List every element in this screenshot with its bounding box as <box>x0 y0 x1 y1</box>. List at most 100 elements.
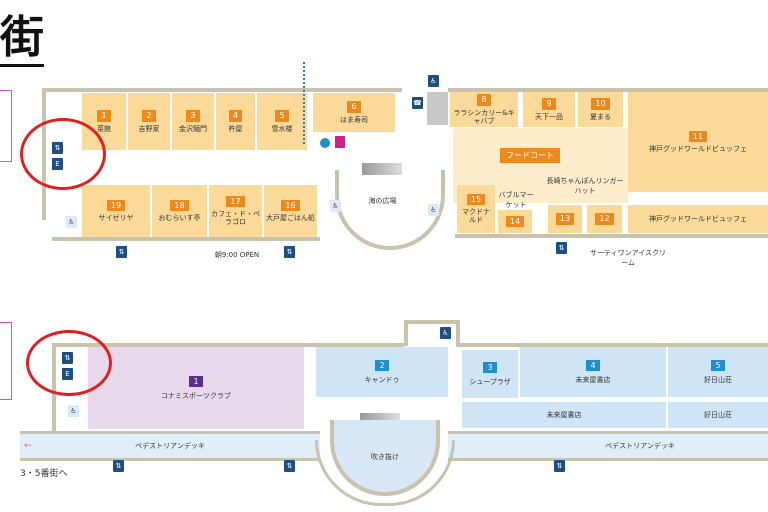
grey-block <box>427 92 448 125</box>
shop-number: 2 <box>142 110 156 122</box>
lower-shop-5[interactable]: 5 好日山荘 <box>668 347 768 397</box>
shop-8[interactable]: 8 ララシンカリー&キャバブ <box>450 92 518 127</box>
shop-4[interactable]: 4 杵屋 <box>216 93 255 150</box>
shop-number: 12 <box>595 213 614 225</box>
shop-9[interactable]: 9 天下一品 <box>523 92 575 127</box>
lower-shop-3[interactable]: 3 シュープラザ <box>462 350 518 398</box>
shop-number: 5 <box>711 359 725 371</box>
shop-15[interactable]: 15 マクドナルド <box>457 185 495 233</box>
shop-17[interactable]: 17 カフェ・ド・ペラゴロ <box>209 185 262 237</box>
shop-number: 1 <box>189 375 203 387</box>
upper-wall-right-top <box>448 88 768 92</box>
food-court-label: フードコート <box>500 148 560 163</box>
shop-name: 杵屋 <box>228 124 243 133</box>
shop-number: 3 <box>483 361 497 373</box>
shop-name: 未来屋書店 <box>546 411 582 419</box>
lower-wall-tower-l <box>404 320 408 346</box>
shop-12[interactable]: 12 <box>587 205 622 233</box>
shop-13[interactable]: 13 <box>548 205 582 233</box>
accessible-restroom-icon: ♿ <box>428 204 439 216</box>
accessible-restroom-icon: ♿ <box>68 405 79 417</box>
shop-name: ララシンカリー&キャバブ <box>453 108 515 125</box>
shop-name: 好日山荘 <box>704 411 732 419</box>
shop-number: 18 <box>170 199 189 212</box>
pink-bracket <box>0 322 12 400</box>
escalator-icon: ⇅ <box>284 246 295 258</box>
open-time: 朝9:00 OPEN <box>214 251 260 259</box>
shop-11-lower[interactable]: 神戸グッドワールドビュッフェ <box>628 205 768 233</box>
escalator-icon: ⇅ <box>116 246 127 258</box>
escalator-icon: ⇅ <box>113 460 124 472</box>
shop-number: 17 <box>226 195 245 208</box>
shop-18[interactable]: 18 おむらいす亭 <box>152 185 207 237</box>
thirty-one-label: サーティワンアイスクリーム <box>589 249 667 267</box>
shop-name: カフェ・ド・ペラゴロ <box>211 210 260 227</box>
shop-14[interactable]: 14 <box>498 210 532 233</box>
highlight-circle <box>20 118 106 190</box>
shop-5[interactable]: 5 雪水楼 <box>257 93 307 150</box>
escalator-icon <box>362 163 402 175</box>
shop-name: 天下一品 <box>535 112 563 121</box>
lower-wall-tower-r <box>456 320 460 346</box>
shop-name: コナミスポーツクラブ <box>161 391 231 400</box>
shop-name: おむらいす亭 <box>158 214 201 223</box>
shop-number: 10 <box>591 98 610 110</box>
shop-name: 神戸グッドワールドビュッフェ <box>649 214 747 223</box>
lower-wall-tower <box>404 320 460 324</box>
shop-19[interactable]: 19 サイゼリヤ <box>82 185 150 237</box>
dotted-path <box>303 62 305 144</box>
lower-shop-5-lower[interactable]: 好日山荘 <box>668 402 768 428</box>
lower-shop-1[interactable]: 1 コナミスポーツクラブ <box>88 347 304 429</box>
shop-1[interactable]: 1 菜館 <box>82 93 126 150</box>
upper-wall-bottom <box>52 237 320 241</box>
atrium-outer-arc <box>315 440 455 506</box>
shop-name: シュープラザ <box>469 377 511 386</box>
pedestrian-deck-left <box>20 431 320 461</box>
phone-icon: ☎ <box>412 97 423 109</box>
shop-number: 5 <box>275 110 289 122</box>
shop-number: 1 <box>97 110 111 122</box>
lower-shop-4-lower[interactable]: 未来屋書店 <box>462 402 666 428</box>
upper-wall-right-bottom <box>455 234 768 238</box>
pedestrian-deck-right <box>448 431 768 461</box>
lower-wall-top-right <box>456 343 768 347</box>
escalator-icon: ⇅ <box>556 242 567 254</box>
to-other-building-link[interactable]: 3・5番街へ <box>20 469 68 479</box>
shop-name: 吉野家 <box>138 124 160 133</box>
shop-number: 6 <box>347 101 361 113</box>
shop-name: 好日山荘 <box>704 375 732 384</box>
shop-name: 未来屋書店 <box>575 375 611 384</box>
ringer-hut-label: 長崎ちゃんぽんリンガーハット <box>546 177 624 195</box>
page-title: 街 <box>0 12 44 67</box>
shop-number: 3 <box>186 110 200 122</box>
shop-2[interactable]: 2 吉野家 <box>128 93 170 150</box>
deck-label: ペデストリアンデッキ <box>135 442 205 450</box>
shop-number: 19 <box>106 199 126 212</box>
shop-number: 13 <box>555 213 575 225</box>
shop-number: 11 <box>688 130 708 143</box>
bubble-market-label: バブルマーケット <box>498 191 534 209</box>
shop-name: サイゼリヤ <box>98 214 134 223</box>
escalator-icon: ⇅ <box>554 460 565 472</box>
accessible-restroom-icon: ♿ <box>66 216 77 228</box>
shop-name: 雪水楼 <box>271 124 293 133</box>
shop-name: マクドナルド <box>462 208 490 225</box>
atm-icon <box>335 136 345 148</box>
shop-number: 15 <box>466 193 486 206</box>
shop-name: 菜館 <box>97 124 111 133</box>
shop-name: キャンドゥ <box>364 375 400 384</box>
pink-bracket <box>0 90 12 162</box>
shop-number: 4 <box>228 110 243 122</box>
shop-number: 9 <box>542 98 556 110</box>
highlight-circle <box>26 330 112 396</box>
shop-number: 16 <box>281 199 300 212</box>
shop-number: 8 <box>477 94 491 106</box>
upper-wall-top <box>42 88 402 92</box>
